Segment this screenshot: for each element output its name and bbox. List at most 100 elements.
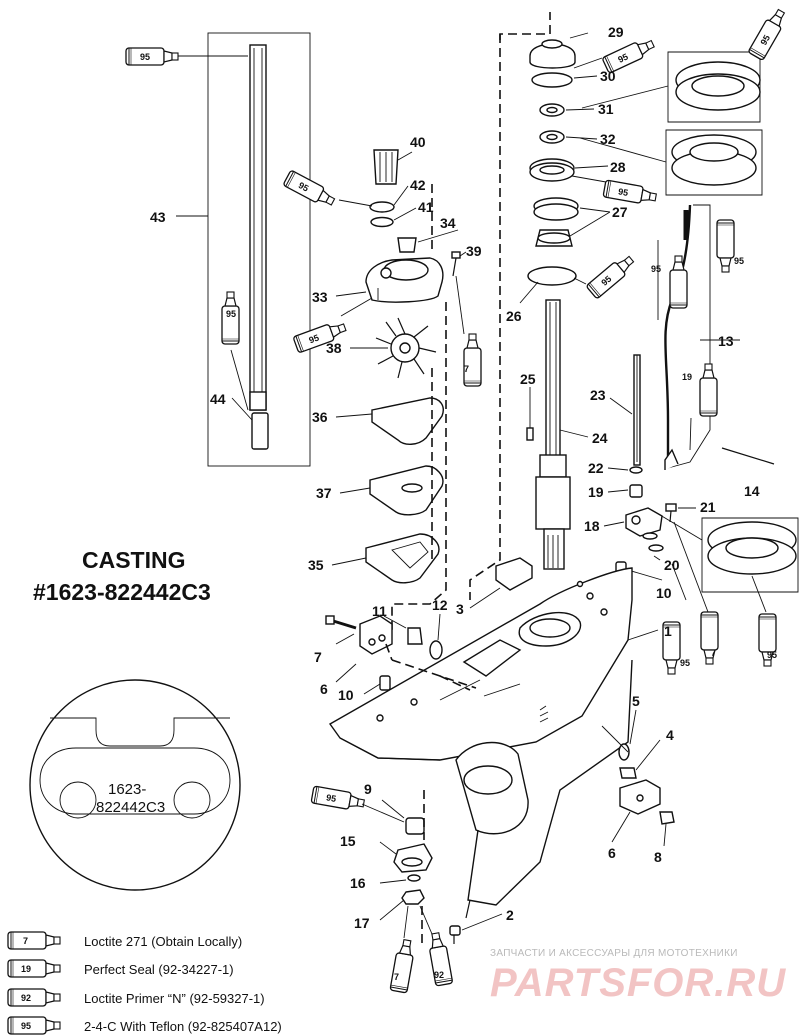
grease-tube-95-icon: 95 [602,179,658,207]
grease-tube-95-icon: 95 [585,251,638,300]
o-ring [531,72,573,88]
seal-ring-lower [654,511,799,593]
grease-tube-95-icon: 95 [310,785,366,813]
callout-38: 38 [326,340,342,356]
callout-37: 37 [316,485,332,501]
driveshaft-group: 95 95 [125,32,311,467]
callout-16: 16 [350,875,366,891]
svg-text:95: 95 [616,51,629,64]
callout-13: 13 [718,333,734,349]
casting-number: #1623-822442C3 [33,579,211,605]
svg-text:95: 95 [140,52,150,62]
callout-3: 3 [456,601,464,617]
svg-text:92: 92 [21,993,31,1003]
callout-2: 2 [506,907,514,923]
callout-10b: 10 [338,687,354,703]
casting-stamp-detail: 1623- 822442C3 [29,679,241,891]
pinion-nut [401,889,425,905]
casting-label: CASTING #1623-822442C3 [33,547,211,605]
water-pump-group: 95 95 7 [282,149,482,634]
fill-plug [619,767,637,779]
shift-linkage-group: 95 19 95 7 95 [603,204,777,675]
callout-20: 20 [664,557,680,573]
washer [618,743,630,761]
legend-item-92: 92 Loctite Primer “N” (92-59327-1) [7,988,265,1007]
callout-26: 26 [506,308,522,324]
callout-32: 32 [600,131,616,147]
callout-36: 36 [312,409,328,425]
grease-tube-95-icon: 95 [282,169,338,211]
callout-14: 14 [744,483,760,499]
stamp-text-line1: 1623- [108,781,146,798]
grommet [397,237,417,253]
svg-text:19: 19 [21,964,31,974]
washer [407,874,421,882]
pinion-group: 95 7 92 [310,785,503,994]
o-ring [370,216,394,228]
needle-bearing [405,817,425,835]
svg-text:95: 95 [617,186,629,198]
callout-6b: 6 [608,845,616,861]
svg-text:95: 95 [297,180,311,194]
callout-31: 31 [598,101,614,117]
misc-hardware-group [325,557,675,847]
svg-text:95: 95 [734,256,744,266]
callout-24: 24 [592,430,608,446]
stamp-text-line2: 822442C3 [96,799,165,816]
trim-tab-block [359,615,393,655]
svg-text:7: 7 [711,648,716,658]
seal-ring-upper: 95 [581,6,790,123]
svg-text:92: 92 [434,970,444,980]
loctite-tube-7-icon [389,938,417,994]
dowel-pin [379,675,391,691]
svg-text:95: 95 [651,264,661,274]
screw [449,925,461,936]
legend-item-95: 95 2-4-C With Teflon (92-825407A12) [7,1016,282,1035]
o-ring [369,201,395,213]
driveshaft [249,44,267,411]
callout-19: 19 [588,484,604,500]
callout-18: 18 [584,518,600,534]
legend: 7 Loctite 271 (Obtain Locally) 19 Perfec… [7,931,282,1035]
callout-27: 27 [612,204,628,220]
loctite-tube-7-icon [7,931,61,950]
callout-21: 21 [700,499,716,515]
svg-text:95: 95 [21,1021,31,1031]
legend-item-7: 7 Loctite 271 (Obtain Locally) [7,931,242,950]
callout-8: 8 [654,849,662,865]
svg-text:95: 95 [680,658,690,668]
callout-6a: 6 [320,681,328,697]
primer-tube-92-icon [7,988,61,1007]
callout-43: 43 [150,209,166,225]
base-gasket [365,533,440,584]
grease-tube-95-icon: 95 [125,47,179,66]
driveshaft-bearing [251,412,269,450]
callout-35: 35 [308,557,324,573]
watermark: ЗАПЧАСТИ И АКСЕССУАРЫ ДЛЯ МОТОТЕХНИКИ PA… [490,948,786,1005]
callout-9: 9 [364,781,372,797]
callout-10a: 10 [656,585,672,601]
bushing [629,484,643,498]
svg-text:Loctite 271 (Obtain Locally): Loctite 271 (Obtain Locally) [84,934,242,949]
svg-text:Perfect Seal (92-34227-1): Perfect Seal (92-34227-1) [84,962,234,977]
watermark-logo: PARTSFOR.RU [490,961,786,1005]
callout-44: 44 [210,391,226,407]
svg-text:95: 95 [599,274,613,288]
callout-numbers: 1 2 3 4 5 6 6 7 8 9 10 10 11 12 13 14 15… [150,24,760,931]
callout-29: 29 [608,24,624,40]
callout-34: 34 [440,215,456,231]
plug [407,627,423,645]
gasket [371,397,444,445]
callout-39: 39 [466,243,482,259]
svg-text:2-4-C With Teflon (92-825407A: 2-4-C With Teflon (92-825407A12) [84,1019,282,1034]
gear-housing [328,567,659,919]
svg-text:7: 7 [464,364,469,374]
grease-tube-95-icon [7,1016,61,1035]
washer [629,466,643,474]
callout-4: 4 [666,727,674,743]
svg-text:7: 7 [394,972,399,982]
casting-title: CASTING [82,547,186,573]
callout-42: 42 [410,177,426,193]
grease-tube-95-icon: 95 [601,35,657,75]
